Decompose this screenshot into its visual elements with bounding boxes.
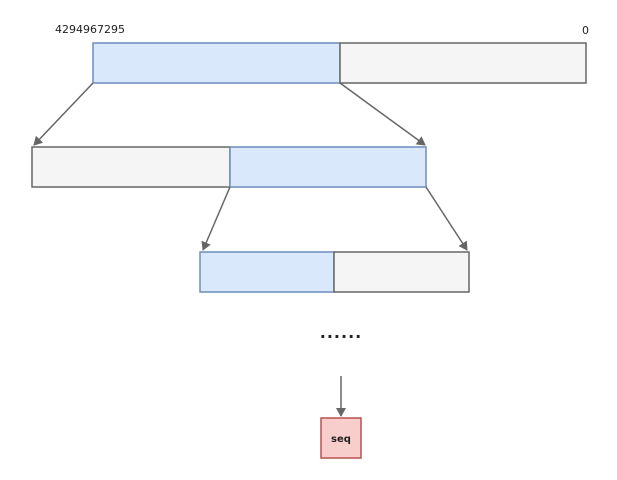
- level-1-bar: [92, 42, 587, 84]
- level-2-upper-half: [31, 146, 231, 188]
- arrow-2-left: [201, 186, 231, 251]
- range-low-label: 0: [582, 24, 589, 37]
- level-3-bar: [199, 251, 470, 293]
- level-1-upper-half: [92, 42, 341, 84]
- range-high-label: 4294967295: [55, 23, 125, 36]
- arrow-1-right: [339, 82, 426, 146]
- arrow-2-right: [425, 186, 468, 251]
- level-2-bar: [31, 146, 427, 188]
- seq-label: seq: [331, 434, 351, 445]
- level-3-upper-half: [199, 251, 335, 293]
- level-3-lower-half: [333, 251, 470, 293]
- arrow-1-left: [33, 82, 94, 146]
- level-1-lower-half: [339, 42, 587, 84]
- level-2-lower-half: [229, 146, 427, 188]
- continuation-ellipsis: ......: [320, 323, 362, 342]
- seq-box: [320, 417, 362, 459]
